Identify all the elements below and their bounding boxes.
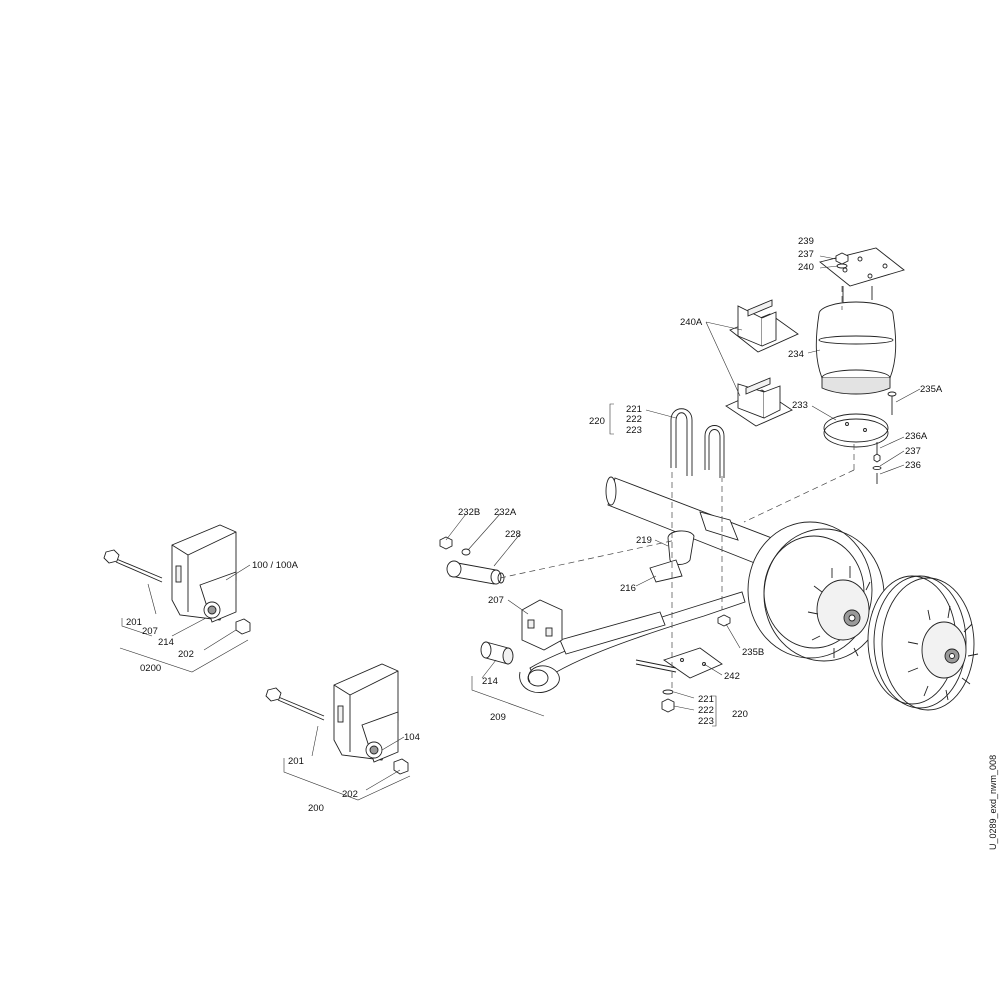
shock-absorber-icon bbox=[439, 536, 505, 585]
label-240A: 240A bbox=[680, 317, 703, 328]
label-223-bottom: 223 bbox=[698, 716, 714, 727]
label-234: 234 bbox=[788, 349, 804, 360]
drawing-reference: U_0289_exd_nwm_008 bbox=[988, 755, 998, 850]
label-236A: 236A bbox=[905, 431, 928, 442]
label-236: 236 bbox=[905, 460, 921, 471]
label-207-left: 207 bbox=[142, 626, 158, 637]
axle-icon bbox=[605, 476, 791, 583]
label-222-bottom: 222 bbox=[698, 705, 714, 716]
label-200: 200 bbox=[308, 803, 324, 814]
label-201-left: 201 bbox=[126, 617, 142, 628]
label-220-bottom: 220 bbox=[732, 709, 748, 720]
label-232B: 232B bbox=[458, 507, 480, 518]
label-221-top: 221 bbox=[626, 404, 642, 415]
label-222-top: 222 bbox=[626, 414, 642, 425]
leader-lines bbox=[119, 255, 921, 801]
label-232A: 232A bbox=[494, 507, 517, 518]
label-100-100A: 100 / 100A bbox=[252, 560, 299, 571]
label-214-left: 214 bbox=[158, 637, 174, 648]
label-239: 239 bbox=[798, 236, 814, 247]
label-223-top: 223 bbox=[626, 425, 642, 436]
label-207-center: 207 bbox=[488, 595, 504, 606]
assembly-centerlines bbox=[499, 286, 855, 690]
label-228: 228 bbox=[505, 529, 521, 540]
u-bolt-icon bbox=[670, 408, 725, 478]
hanger-bracket-icon bbox=[265, 663, 409, 775]
label-242: 242 bbox=[724, 671, 740, 682]
label-235B: 235B bbox=[742, 647, 764, 658]
leaf-spring-icon bbox=[480, 591, 746, 713]
label-201-right: 201 bbox=[288, 756, 304, 767]
label-202-right: 202 bbox=[342, 789, 358, 800]
label-219: 219 bbox=[636, 535, 652, 546]
hanger-bracket-icon bbox=[103, 524, 251, 635]
label-235A: 235A bbox=[920, 384, 943, 395]
label-233: 233 bbox=[792, 400, 808, 411]
brake-drum-icon bbox=[867, 575, 979, 711]
label-220-top: 220 bbox=[589, 416, 605, 427]
label-202-left: 202 bbox=[178, 649, 194, 660]
label-237-lower: 237 bbox=[905, 446, 921, 457]
label-104: 104 bbox=[404, 732, 420, 743]
brake-drum-icon bbox=[747, 521, 885, 662]
label-237: 237 bbox=[798, 249, 814, 260]
label-214-center: 214 bbox=[482, 676, 498, 687]
label-240: 240 bbox=[798, 262, 814, 273]
label-216: 216 bbox=[620, 583, 636, 594]
part-number-labels: 239 237 240 240A 234 235A 233 220 221 22… bbox=[126, 236, 998, 850]
air-spring-icon bbox=[815, 247, 905, 484]
label-0200: 0200 bbox=[140, 663, 161, 674]
label-209: 209 bbox=[490, 712, 506, 723]
air-spring-bracket-icon bbox=[725, 299, 799, 427]
label-221-bottom: 221 bbox=[698, 694, 714, 705]
